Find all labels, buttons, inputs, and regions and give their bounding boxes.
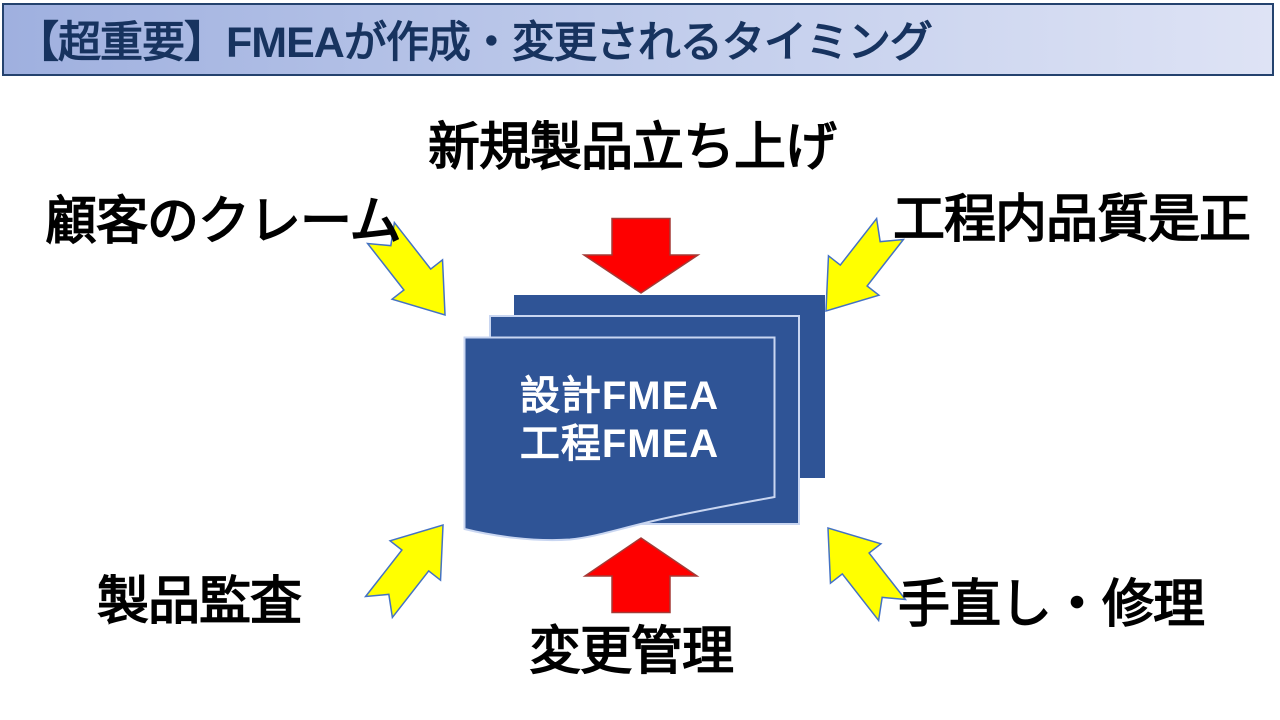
trigger-label-customer-claim: 顧客のクレーム bbox=[45, 193, 401, 251]
fmea-document-line1: 設計FMEA bbox=[519, 374, 720, 418]
fmea-document-front bbox=[463, 336, 776, 542]
fmea-document-line2: 工程FMEA bbox=[519, 422, 720, 466]
yellow-arrow-down-left-icon bbox=[825, 216, 906, 312]
trigger-label-product-audit: 製品監査 bbox=[97, 573, 302, 631]
slide-title: 【超重要】FMEAが作成・変更されるタイミング bbox=[16, 18, 933, 67]
trigger-label-inprocess-quality: 工程内品質是正 bbox=[893, 191, 1251, 249]
yellow-arrow-up-left-icon bbox=[827, 527, 908, 623]
trigger-label-rework-repair: 手直し・修理 bbox=[898, 576, 1205, 634]
trigger-label-change-control: 変更管理 bbox=[529, 623, 734, 681]
title-bar: 【超重要】FMEAが作成・変更されるタイミング bbox=[2, 3, 1274, 76]
red-arrow-down-icon bbox=[581, 217, 701, 294]
red-arrow-up-icon bbox=[582, 537, 700, 614]
yellow-arrow-down-right-icon bbox=[365, 220, 446, 316]
trigger-label-new-product: 新規製品立ち上げ bbox=[428, 119, 837, 177]
fmea-document-label: 設計FMEA 工程FMEA bbox=[463, 372, 776, 468]
yellow-arrow-up-right-icon bbox=[363, 524, 444, 620]
